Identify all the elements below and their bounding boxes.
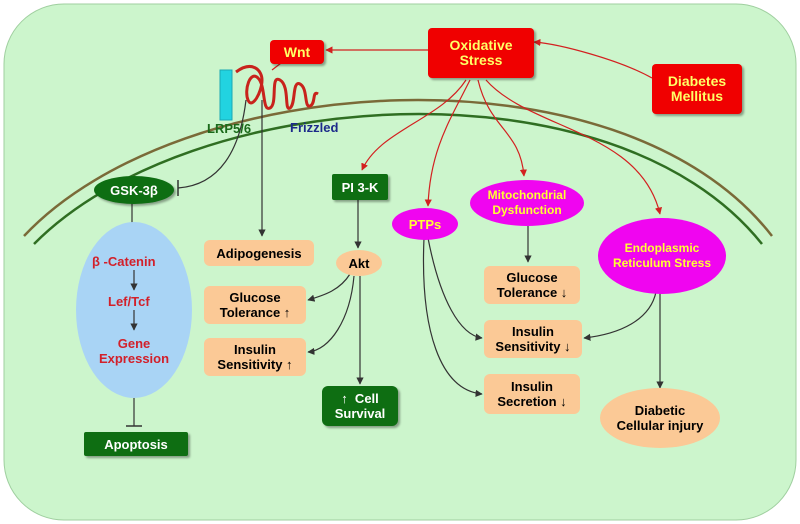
gene-expression-label: Gene Expression <box>98 336 170 366</box>
arrow-akt-to-insulin-up <box>307 275 355 355</box>
insulin-sensitivity-up-node: Insulin Sensitivity ↑ <box>204 338 306 376</box>
outer-membrane <box>23 98 773 237</box>
mitochondrial-dysfunction-node: Mitochondrial Dysfunction <box>470 180 584 226</box>
diabetes-node: Diabetes Mellitus <box>652 64 742 114</box>
lrp-receptor-shape <box>219 69 233 121</box>
insulin-sensitivity-down-node: Insulin Sensitivity ↓ <box>484 320 582 358</box>
lef-tcf-label: Lef/Tcf <box>108 294 150 309</box>
adipogenesis-node: Adipogenesis <box>204 240 314 266</box>
ptps-node: PTPs <box>392 208 458 240</box>
arrow-akt-to-glucose-up <box>307 273 351 302</box>
arrow-oxidative-to-mito <box>477 79 528 177</box>
insulin-secretion-down-node: Insulin Secretion ↓ <box>484 374 580 414</box>
glucose-tolerance-down-node: Glucose Tolerance ↓ <box>484 266 580 304</box>
cell-survival-node: ↑ Cell Survival <box>322 386 398 426</box>
arrow-oxidative-to-pi3k <box>361 79 467 171</box>
diabetic-cellular-injury-node: Diabetic Cellular injury <box>600 388 720 448</box>
lrp-label: LRP5/6 <box>207 121 252 136</box>
inhibit-frizzled-to-gsk <box>177 99 247 189</box>
arrow-ptps-to-insulin-sec <box>422 237 483 397</box>
akt-node: Akt <box>336 250 382 276</box>
gsk-node: GSK-3β <box>94 176 174 204</box>
er-stress-node: Endoplasmic Reticulum Stress <box>598 218 726 294</box>
frizzled-label: Frizzled <box>290 120 339 135</box>
beta-catenin-label: β -Catenin <box>92 254 156 269</box>
apoptosis-node: Apoptosis <box>84 432 188 456</box>
glucose-tolerance-up-node: Glucose Tolerance ↑ <box>204 286 306 324</box>
pi3k-node: PI 3-K <box>332 174 388 200</box>
arrow-oxidative-to-er <box>485 79 662 215</box>
wnt-node: Wnt <box>270 40 324 64</box>
frizzled-coil-shape <box>235 65 319 110</box>
oxidative-stress-node: Oxidative Stress <box>428 28 534 78</box>
arrow-er-to-insulin-sens <box>583 291 657 341</box>
arrow-diabetes-to-oxidative <box>533 38 653 79</box>
arrow-ptps-to-insulin-sens <box>427 237 483 341</box>
arrow-oxidative-to-ptps <box>424 79 471 207</box>
